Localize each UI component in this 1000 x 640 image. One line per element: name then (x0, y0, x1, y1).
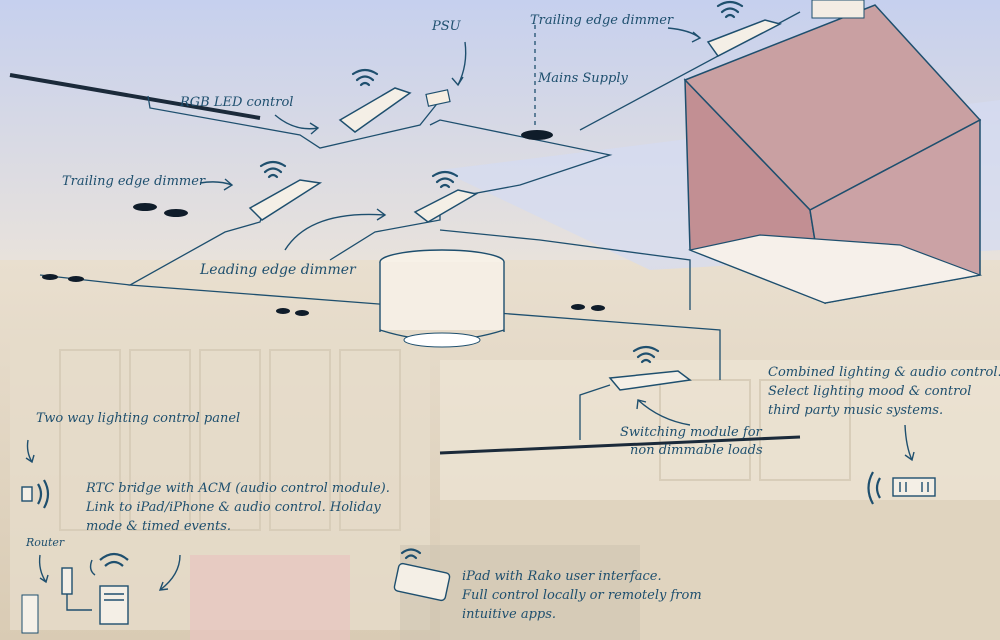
label-ipad-3: intuitive apps. (462, 607, 557, 622)
label-switching-2: non dimmable loads (630, 443, 763, 458)
label-mains-supply: Mains Supply (538, 71, 628, 86)
led-strip-kitchen (439, 435, 801, 455)
label-leading-edge: Leading edge dimmer (200, 262, 356, 278)
label-router: Router (26, 536, 65, 549)
wall-switch-icon (21, 594, 39, 634)
annotation-arrows (25, 27, 915, 591)
label-rgb-led: RGB LED control (180, 95, 294, 110)
rtc-bridge-icon (99, 585, 129, 625)
wireless-arcs (259, 0, 744, 560)
leading-edge-module (413, 189, 479, 223)
drum-pendant (379, 249, 505, 348)
trailing-edge-module-left (248, 179, 323, 221)
rgb-led-module (338, 87, 412, 133)
label-rtc-2: Link to iPad/iPhone & audio control. Hol… (86, 500, 381, 515)
label-rtc-3: mode & timed events. (86, 519, 231, 534)
label-combined-2: Select lighting mood & control (768, 384, 972, 399)
dimmer-modules (248, 19, 783, 391)
mains-supply-point (521, 130, 553, 140)
led-strip-left (9, 73, 261, 120)
downlights (42, 130, 605, 316)
lighting-control-panel-icon (21, 486, 33, 502)
label-combined-1: Combined lighting & audio control. (768, 365, 1000, 380)
combined-control-icon (892, 477, 936, 497)
ipad-icon (393, 562, 451, 602)
label-trailing-edge-left: Trailing edge dimmer (62, 174, 206, 189)
label-ipad-1: iPad with Rako user interface. (462, 569, 662, 584)
label-rtc-1: RTC bridge with ACM (audio control modul… (86, 481, 390, 496)
router-icon (61, 567, 73, 595)
label-switching-1: Switching module for (620, 425, 762, 440)
psu-box (425, 89, 451, 107)
devices (21, 471, 936, 634)
label-panel: Two way lighting control panel (36, 411, 241, 426)
label-combined-3: third party music systems. (768, 403, 944, 418)
label-ipad-2: Full control locally or remotely from (462, 588, 702, 603)
label-trailing-edge-top: Trailing edge dimmer (530, 13, 674, 28)
square-pendant-shade (683, 0, 983, 305)
trailing-edge-module-top (706, 19, 783, 57)
switching-module (608, 370, 692, 391)
label-psu: PSU (432, 19, 461, 34)
